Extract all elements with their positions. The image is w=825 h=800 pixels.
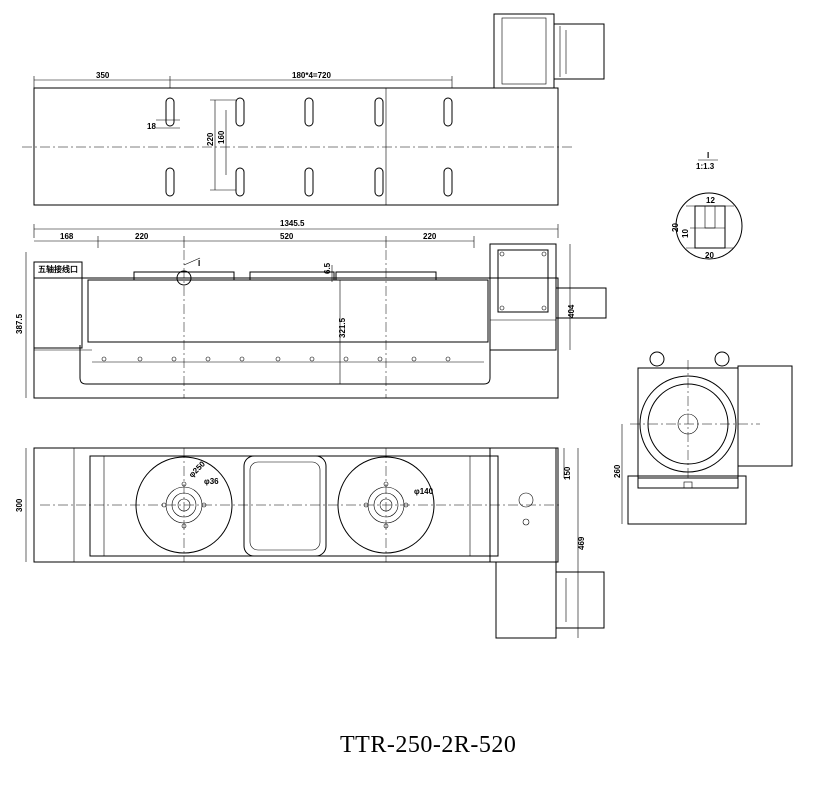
dim-321-5: 321.5: [338, 317, 347, 338]
top-view: 350 180*4=720 18 220 160: [22, 13, 605, 206]
dim-20-bottom: 20: [705, 251, 714, 260]
dim-phi-140: φ140: [414, 487, 434, 496]
dim-350: 350: [96, 71, 110, 80]
dim-220-left: 220: [135, 232, 149, 241]
section-mark: I: [198, 259, 200, 268]
dim-469: 469: [577, 536, 586, 550]
dim-520: 520: [280, 232, 294, 241]
dim-total-length: 1345.5: [280, 219, 305, 228]
dim-20-side: 20: [671, 223, 680, 232]
plan-view: 300 φ250 φ36 φ140: [15, 447, 605, 639]
dim-18: 18: [147, 122, 156, 131]
dim-168: 168: [60, 232, 74, 241]
dim-220-right: 220: [423, 232, 437, 241]
detail-view: I 1:1.3 12 20 10 20: [671, 151, 743, 260]
front-view: 1345.5 168 220 520 220: [15, 219, 607, 399]
dim-220: 220: [206, 132, 215, 146]
dim-12: 12: [706, 196, 715, 205]
dim-404: 404: [567, 304, 576, 318]
dim-160: 160: [217, 130, 226, 144]
dim-260: 260: [613, 464, 622, 478]
dim-6-5: 6.5: [323, 262, 332, 274]
bolt-row: [101, 356, 451, 362]
dim-10: 10: [681, 229, 690, 238]
drawing-title: TTR-250-2R-520: [340, 732, 516, 758]
dim-slot-spacing: 180*4=720: [292, 71, 331, 80]
detail-scale: 1:1.3: [696, 162, 715, 171]
axis-connector-label: 五轴接线口: [38, 264, 78, 274]
side-view: 260: [613, 351, 793, 525]
dim-phi-36: φ36: [204, 477, 219, 486]
dim-387-5: 387.5: [15, 313, 24, 334]
detail-mark: I: [707, 151, 709, 160]
dim-300: 300: [15, 498, 24, 512]
dim-150: 150: [563, 466, 572, 480]
t-slots: [165, 97, 453, 197]
